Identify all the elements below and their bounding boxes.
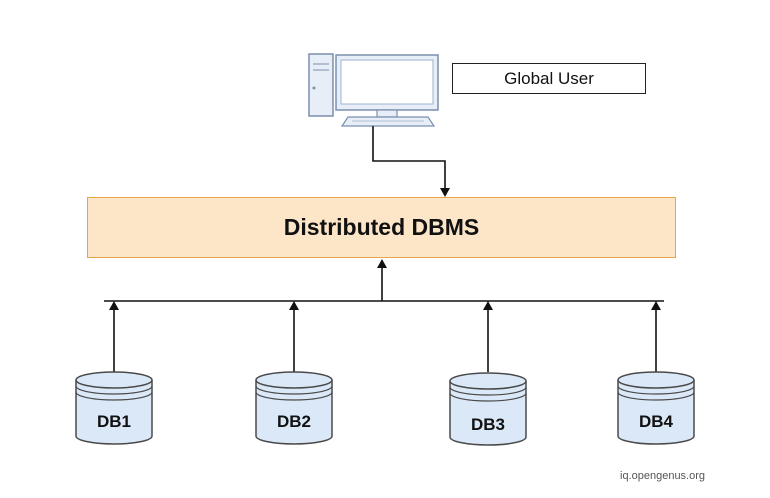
db1-label: DB1 — [96, 412, 131, 431]
database-cylinder-icon — [617, 371, 695, 445]
distributed-dbms-box: Distributed DBMS — [87, 197, 676, 258]
watermark: iq.opengenus.org — [620, 470, 706, 482]
db1-connector — [109, 301, 119, 372]
bus-to-dbms-arrow — [377, 259, 387, 301]
db3-connector — [483, 301, 493, 372]
database-cylinder-icon — [255, 371, 333, 445]
distributed-dbms-text: Distributed DBMS — [283, 214, 480, 240]
db4-connector — [651, 301, 661, 372]
global-user-text: Global User — [504, 68, 594, 88]
global-user-label: Global User — [452, 63, 646, 94]
db4-label: DB4 — [638, 412, 673, 431]
desktop-computer-icon — [308, 53, 439, 127]
database-cylinder-icon — [75, 371, 153, 445]
db2-connector — [289, 301, 299, 372]
database-cylinder-icon — [449, 372, 527, 446]
db2-label: DB2 — [276, 412, 311, 431]
user-to-dbms-connector — [372, 126, 450, 197]
db3-label: DB3 — [470, 415, 505, 434]
